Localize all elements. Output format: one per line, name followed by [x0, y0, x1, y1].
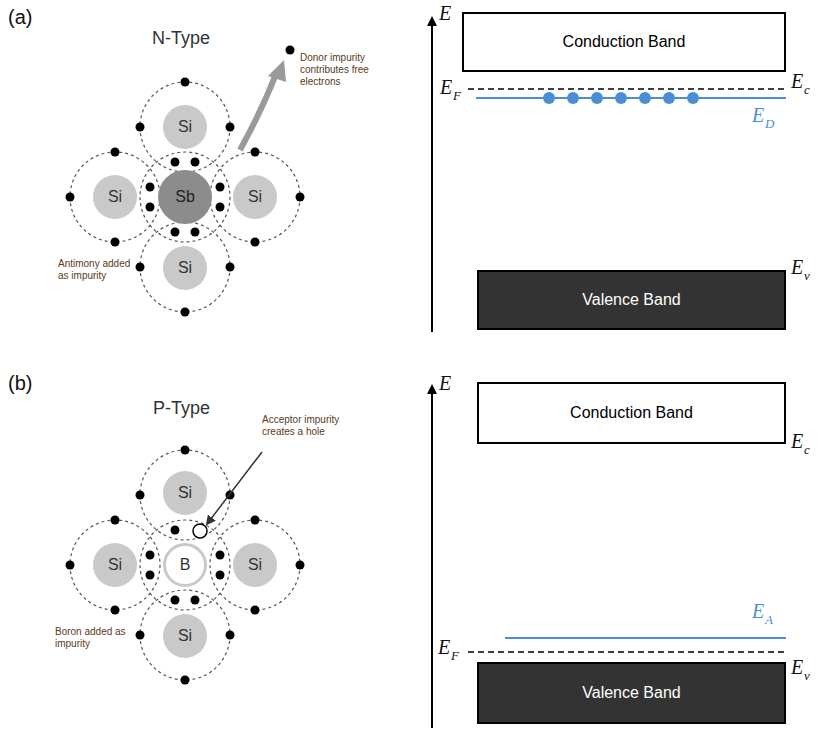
- node-text: Si: [178, 259, 192, 277]
- node-text: Si: [248, 188, 262, 206]
- fermi-level: [468, 88, 786, 90]
- node-text: Si: [108, 188, 122, 206]
- silicon-atom: Si: [233, 543, 277, 587]
- fermi-level: [468, 651, 786, 653]
- node-text: Conduction Band: [570, 404, 693, 422]
- level-subscript: D: [765, 116, 774, 131]
- conduction-band: Conduction Band: [462, 12, 786, 72]
- silicon-atom: Si: [233, 175, 277, 219]
- acceptor-level: [505, 637, 786, 639]
- valence-band: Valence Band: [477, 662, 786, 724]
- level-subscript: v: [804, 268, 810, 283]
- level-symbol: E: [791, 656, 803, 678]
- electron-orbits: [66, 78, 305, 685]
- donor-arrow: [240, 74, 276, 150]
- axis-label: E: [439, 372, 451, 394]
- node-text: Si: [178, 627, 192, 645]
- node-text: Valence Band: [582, 291, 680, 309]
- level-symbol: E: [791, 70, 803, 92]
- panel-tag: (b): [8, 372, 32, 395]
- donor-level: [476, 97, 786, 99]
- energy-axis: [431, 386, 433, 728]
- silicon-atom: Si: [93, 175, 137, 219]
- silicon-atom: Si: [93, 543, 137, 587]
- donor-electrons: [543, 92, 699, 104]
- annotation: Boron added as impurity: [55, 626, 127, 650]
- energy-axis: [431, 18, 433, 332]
- node-text: Si: [178, 484, 192, 502]
- silicon-atom: Si: [163, 614, 207, 658]
- level-symbol: E: [752, 600, 764, 622]
- level-subscript: c: [804, 442, 810, 457]
- level-symbol: E: [440, 76, 452, 98]
- level-symbol: E: [752, 104, 764, 126]
- node-text: B: [180, 556, 191, 574]
- level-subscript: F: [453, 88, 461, 103]
- acceptor-leader: [207, 452, 262, 524]
- silicon-atom: Si: [163, 471, 207, 515]
- axis-label: E: [439, 2, 451, 24]
- node-text: Si: [178, 118, 192, 136]
- silicon-atom: Si: [163, 105, 207, 149]
- panel-title: N-Type: [152, 28, 210, 49]
- level-symbol: E: [438, 636, 450, 658]
- node-text: Sb: [175, 188, 195, 206]
- level-subscript: F: [451, 648, 459, 663]
- donor-arrowhead: [268, 60, 286, 82]
- annotation: Antimony added as impurity: [58, 258, 136, 282]
- conduction-band: Conduction Band: [477, 382, 786, 444]
- level-symbol: E: [791, 256, 803, 278]
- level-subscript: A: [765, 612, 773, 627]
- annotation: Donor impurity contributes free electron…: [300, 52, 410, 88]
- panel-title: P-Type: [153, 398, 210, 419]
- node-text: Si: [108, 556, 122, 574]
- antimony-atom: Sb: [158, 170, 212, 224]
- node-text: Si: [248, 556, 262, 574]
- annotation: Acceptor impurity creates a hole: [262, 414, 362, 438]
- level-subscript: c: [804, 82, 810, 97]
- valence-band: Valence Band: [477, 270, 786, 330]
- silicon-atom: Si: [163, 246, 207, 290]
- level-subscript: v: [804, 668, 810, 683]
- hole: [193, 524, 207, 538]
- node-text: Conduction Band: [563, 33, 686, 51]
- level-symbol: E: [791, 430, 803, 452]
- boron-atom: B: [163, 543, 207, 587]
- node-text: Valence Band: [582, 684, 680, 702]
- panel-tag: (a): [8, 6, 32, 29]
- free-electron: [286, 46, 295, 55]
